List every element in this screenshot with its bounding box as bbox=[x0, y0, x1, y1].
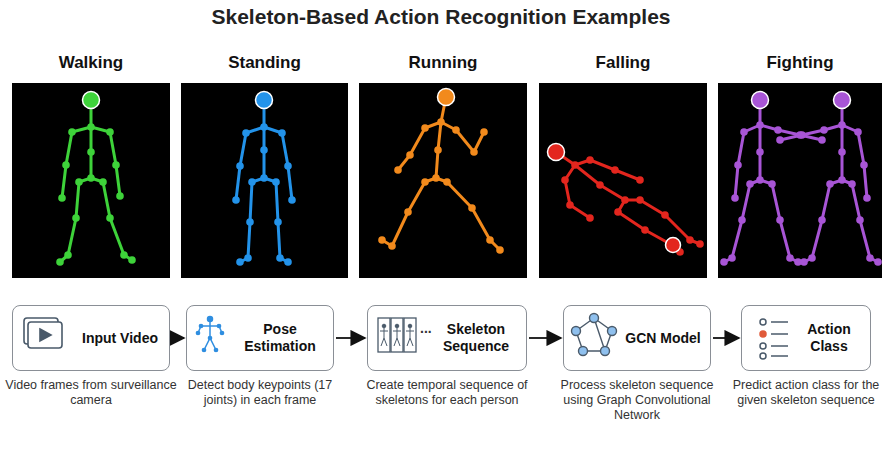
step-description: Predict action class for the given skele… bbox=[728, 378, 882, 408]
sequence-icon bbox=[378, 318, 416, 352]
example-panel: Falling bbox=[539, 83, 707, 278]
step-title: Input Video bbox=[77, 330, 163, 347]
step-title: GCN Model bbox=[622, 330, 704, 347]
flow-arrow bbox=[172, 337, 184, 339]
skeleton bbox=[232, 92, 296, 266]
step-title: Action Class bbox=[794, 321, 864, 355]
flow-arrow bbox=[529, 337, 561, 339]
example-heading: Standing bbox=[171, 53, 358, 73]
graph-icon bbox=[572, 314, 617, 356]
skeleton bbox=[548, 144, 704, 256]
skeleton-figure bbox=[12, 83, 170, 278]
skeleton-figure bbox=[359, 83, 527, 278]
ellipsis-label: ... bbox=[420, 320, 432, 336]
skeleton-figure bbox=[181, 83, 348, 278]
skeleton bbox=[378, 89, 504, 254]
process-box: Input VideoVideo frames from surveillanc… bbox=[12, 305, 170, 371]
video-icon bbox=[24, 318, 62, 348]
example-heading: Falling bbox=[529, 53, 717, 73]
process-box: GCN ModelProcess skeleton sequence using… bbox=[563, 305, 711, 371]
step-description: Detect body keypoints (17 joints) in eac… bbox=[173, 378, 347, 408]
skeleton-figure bbox=[718, 83, 882, 278]
example-heading: Running bbox=[349, 53, 537, 73]
skeleton bbox=[776, 92, 882, 266]
sequence-figures bbox=[380, 324, 414, 346]
diagram-title: Skeleton-Based Action Recognition Exampl… bbox=[0, 5, 882, 29]
example-panel: Standing bbox=[181, 83, 348, 278]
process-box: Skeleton SequenceCreate temporal sequenc… bbox=[367, 305, 527, 371]
step-description: Create temporal sequence of skeletons fo… bbox=[354, 378, 540, 408]
process-box: Action ClassPredict action class for the… bbox=[741, 305, 871, 371]
process-box: Pose EstimationDetect body keypoints (17… bbox=[186, 305, 334, 371]
list-icon bbox=[760, 319, 788, 359]
flow-arrow bbox=[336, 337, 365, 339]
example-panel: Walking bbox=[12, 83, 170, 278]
example-panel: Running bbox=[359, 83, 527, 278]
skeleton bbox=[56, 92, 136, 266]
step-title: Skeleton Sequence bbox=[432, 321, 520, 355]
step-title: Pose Estimation bbox=[233, 321, 327, 355]
pose-icon bbox=[196, 317, 223, 352]
skeleton bbox=[720, 92, 826, 266]
step-description: Video frames from surveillance camera bbox=[0, 378, 183, 408]
example-heading: Walking bbox=[2, 53, 180, 73]
example-heading: Fighting bbox=[708, 53, 882, 73]
skeleton-figure bbox=[539, 83, 707, 278]
example-panel: Fighting bbox=[718, 83, 882, 278]
step-description: Process skeleton sequence using Graph Co… bbox=[550, 378, 724, 423]
flow-arrow bbox=[713, 337, 739, 339]
